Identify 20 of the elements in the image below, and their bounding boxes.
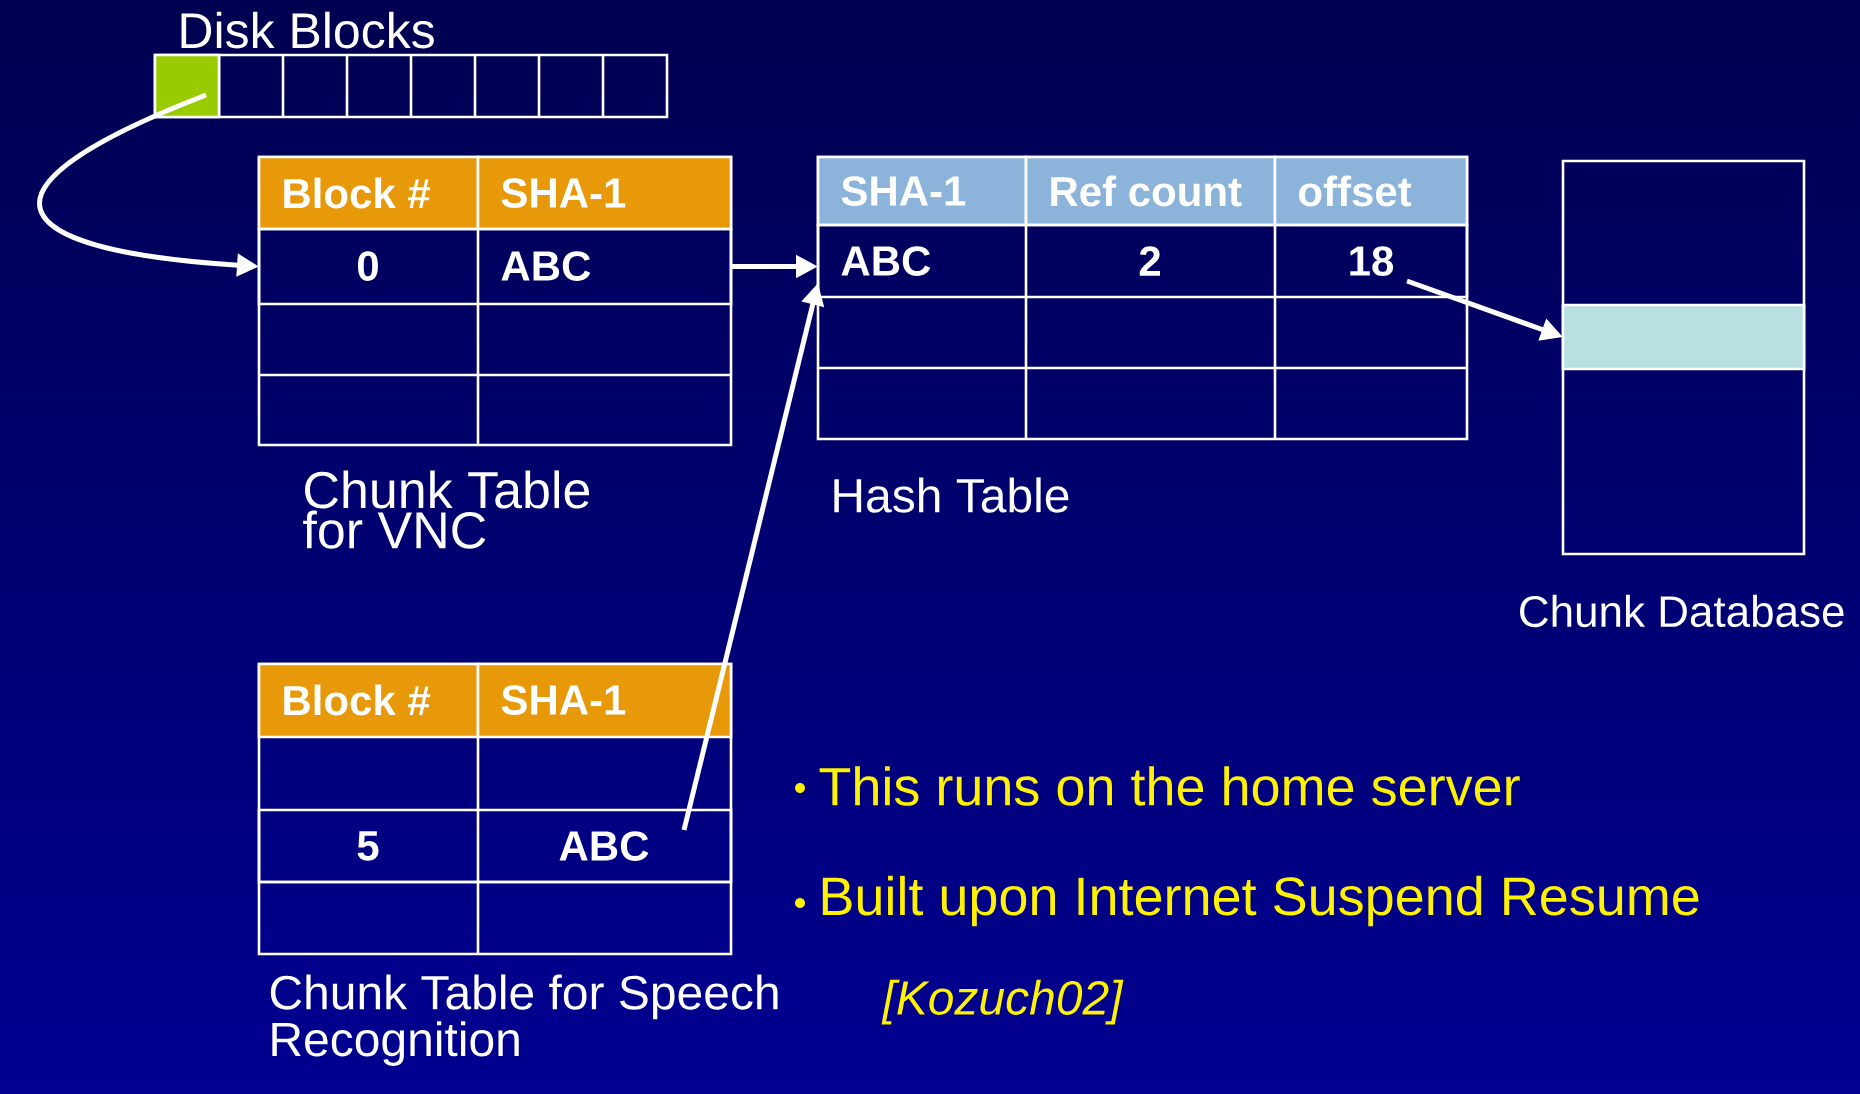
table-caption: Hash Table — [834, 477, 1069, 513]
table-caption: Chunk Table for Speech Recognition — [270, 974, 778, 1066]
bullet-point: This runs on the home server — [795, 766, 1520, 806]
table-caption: Chunk Database — [1520, 594, 1844, 628]
header-cell: SHA-1 — [476, 662, 733, 739]
highlighted-block — [153, 53, 221, 119]
header-cell: Block # — [257, 662, 480, 739]
highlighted-chunk — [1561, 303, 1806, 371]
header-cell: SHA-1 — [816, 155, 1028, 227]
table-row: ABC 2 18 — [816, 223, 1469, 299]
table-row: 5 ABC — [257, 808, 733, 884]
header-cell: Block # — [257, 155, 480, 231]
bullet-point: Built upon Internet Suspend Resume — [795, 875, 1699, 927]
strip-label: Disk Blocks — [181, 11, 434, 49]
citation: [Kozuch02] — [881, 979, 1124, 1025]
header-cell: SHA-1 — [476, 155, 733, 231]
table-caption: Chunk Table for VNC — [303, 470, 590, 549]
header-cell: offset — [1273, 155, 1469, 227]
table-row: 0 ABC — [257, 227, 733, 306]
header-cell: Ref count — [1024, 155, 1277, 227]
